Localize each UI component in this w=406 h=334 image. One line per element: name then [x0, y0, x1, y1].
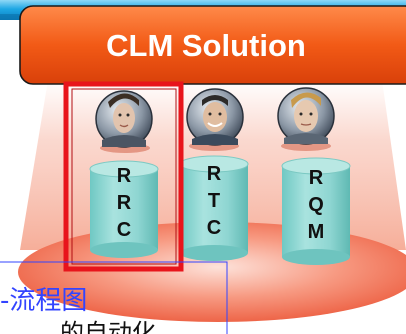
label-rtc: R T C — [205, 161, 223, 242]
label-rtc-letter-2: T — [207, 190, 221, 212]
label-rrc-letter-1: R — [116, 165, 132, 187]
label-rrc: R R C — [115, 163, 133, 244]
label-rrc-letter-3: C — [116, 219, 132, 241]
label-rrc-letter-2: R — [116, 192, 132, 214]
cylinder-rtc — [179, 155, 249, 261]
solution-box — [19, 5, 406, 85]
label-rtc-letter-3: C — [206, 217, 222, 239]
label-rtc-letter-1: R — [206, 163, 222, 185]
cylinder-rqm — [281, 157, 351, 265]
cylinder-rrc — [89, 160, 159, 258]
label-rqm-letter-3: M — [307, 221, 325, 243]
label-rqm: R Q M — [307, 165, 325, 246]
caption-line-1: -流程图 — [0, 286, 88, 316]
avatar-rqm — [277, 87, 335, 145]
avatar-rtc — [186, 88, 244, 146]
avatar-rrc — [95, 90, 153, 148]
label-rqm-letter-1: R — [308, 167, 324, 189]
text-box-outline — [0, 261, 228, 334]
solution-title: CLM Solution — [106, 28, 306, 63]
label-rqm-letter-2: Q — [308, 194, 324, 216]
rrc-highlight-frame — [63, 81, 184, 272]
caption-line-2: 的自动化 — [60, 319, 156, 334]
